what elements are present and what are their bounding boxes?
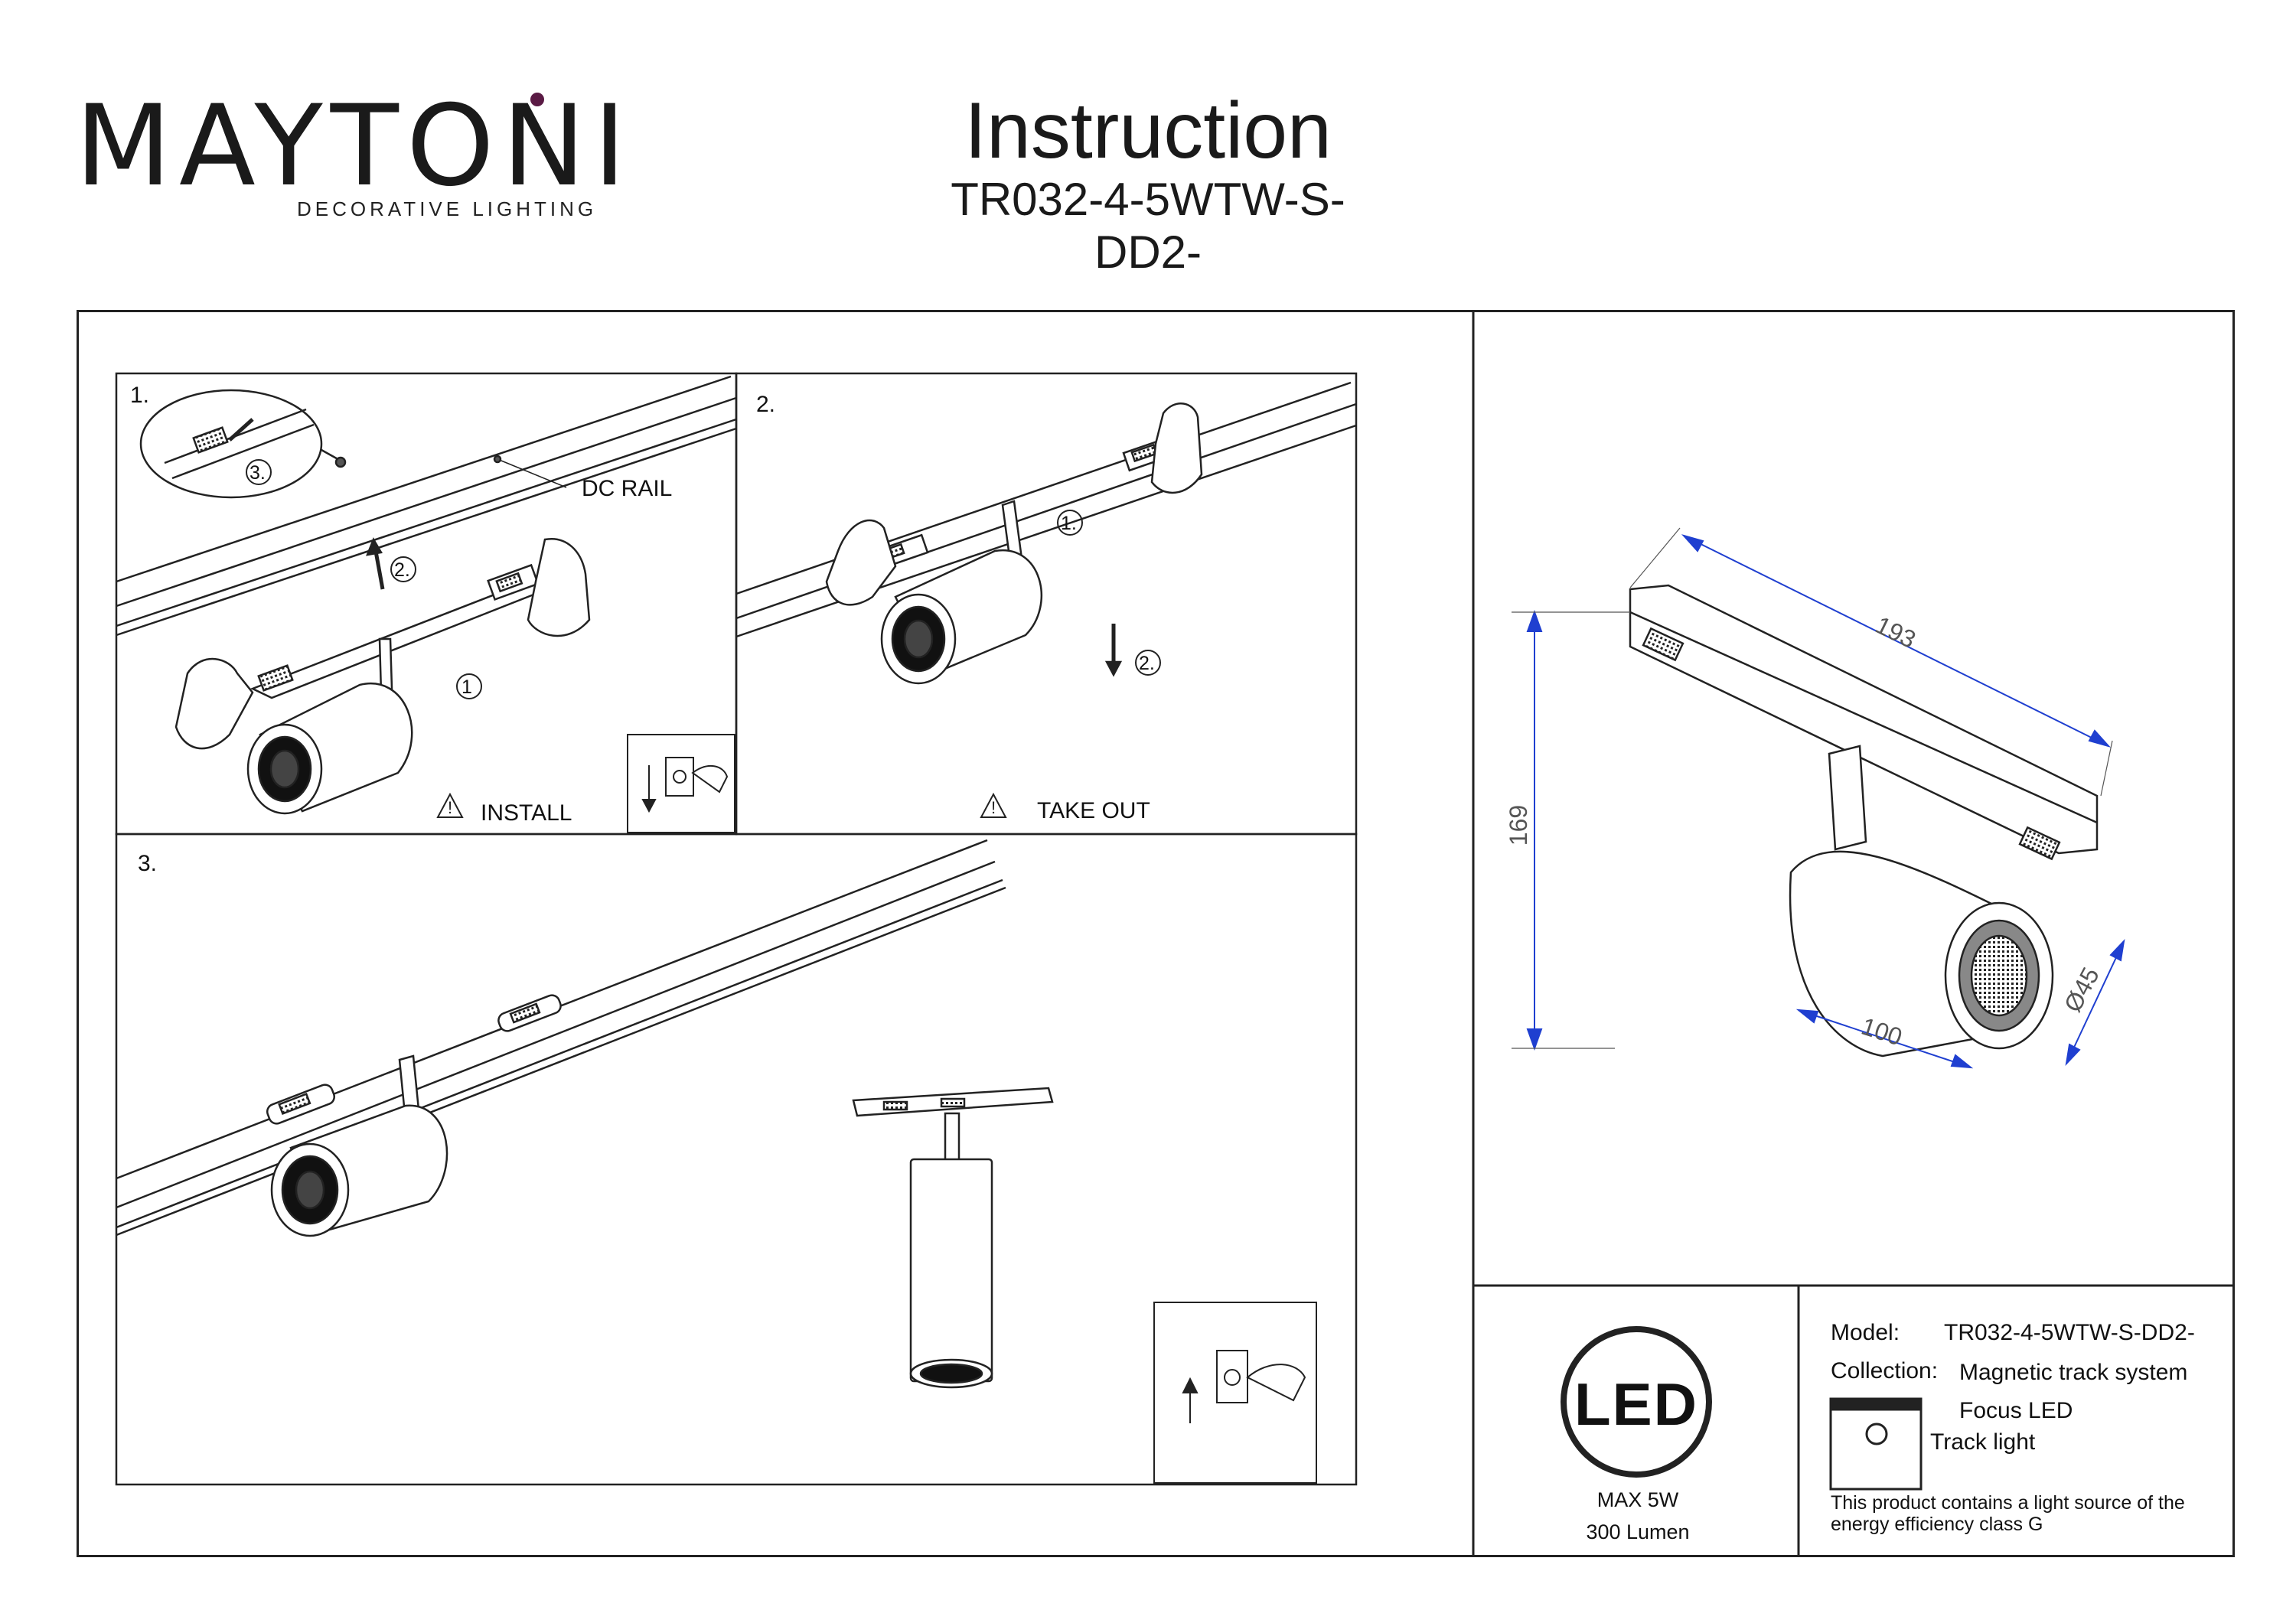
step-1-marker-1: 1 [461, 676, 472, 698]
switch-off-icon [627, 734, 735, 833]
take-out-label: TAKE OUT [1037, 798, 1150, 823]
model-label: Model: [1831, 1320, 1900, 1345]
brand-accent-mark [530, 93, 544, 106]
page-subtitle-model: TR032-4-5WTW-S-DD2- [951, 174, 1345, 278]
step-2-drawing [735, 381, 1357, 685]
page-title: Instruction [964, 86, 1332, 175]
collection-value: Magnetic track system [1959, 1360, 2188, 1385]
document-frame [77, 310, 2235, 1557]
led-badge-text: LED [1574, 1370, 1698, 1438]
step-1-number: 1. [130, 383, 150, 408]
dimension-drawing [1629, 584, 2099, 1058]
brand-logo: MAYTONI [75, 90, 634, 202]
svg-text:!: ! [991, 798, 996, 817]
brand-tagline: DECORATIVE LIGHTING [297, 197, 598, 220]
product-type: Track light [1930, 1429, 2036, 1455]
dimension-lines [1512, 527, 2125, 1069]
step-2-marker-2: 2. [1139, 653, 1155, 674]
install-label: INSTALL [481, 800, 572, 826]
model-value: TR032-4-5WTW-S-DD2- [1944, 1320, 2195, 1345]
step-1-marker-2: 2. [394, 559, 410, 581]
power-rating: MAX 5W [1596, 1488, 1679, 1511]
brand-name: MAYTONI [75, 81, 634, 211]
step-3-drawing [116, 839, 1054, 1389]
step-2-number: 2. [756, 392, 776, 417]
dc-rail-label: DC RAIL [582, 476, 673, 501]
warning-icon: ! [436, 792, 464, 818]
svg-text:!: ! [448, 798, 452, 817]
step-2-markers [1057, 510, 1161, 676]
step-1-drawing [116, 375, 737, 815]
switch-on-icon [1153, 1302, 1317, 1484]
step-1-marker-3: 3. [249, 462, 266, 484]
energy-class-note: This product contains a light source of … [1831, 1492, 2185, 1535]
ceiling-mount-icon [1829, 1397, 1923, 1491]
product-line: Focus LED [1959, 1398, 2073, 1423]
step-3-panel [115, 833, 1358, 1486]
collection-label: Collection: [1831, 1358, 1939, 1383]
step-3-number: 3. [138, 851, 158, 876]
step-2-marker-1: 1. [1061, 513, 1077, 534]
dim-height: 169 [1505, 804, 1533, 846]
led-badge-icon [1561, 1326, 1712, 1478]
luminous-flux: 300 Lumen [1586, 1520, 1690, 1543]
step-1-markers [246, 459, 482, 699]
warning-icon: ! [980, 792, 1007, 818]
step-2-panel [735, 372, 1358, 836]
